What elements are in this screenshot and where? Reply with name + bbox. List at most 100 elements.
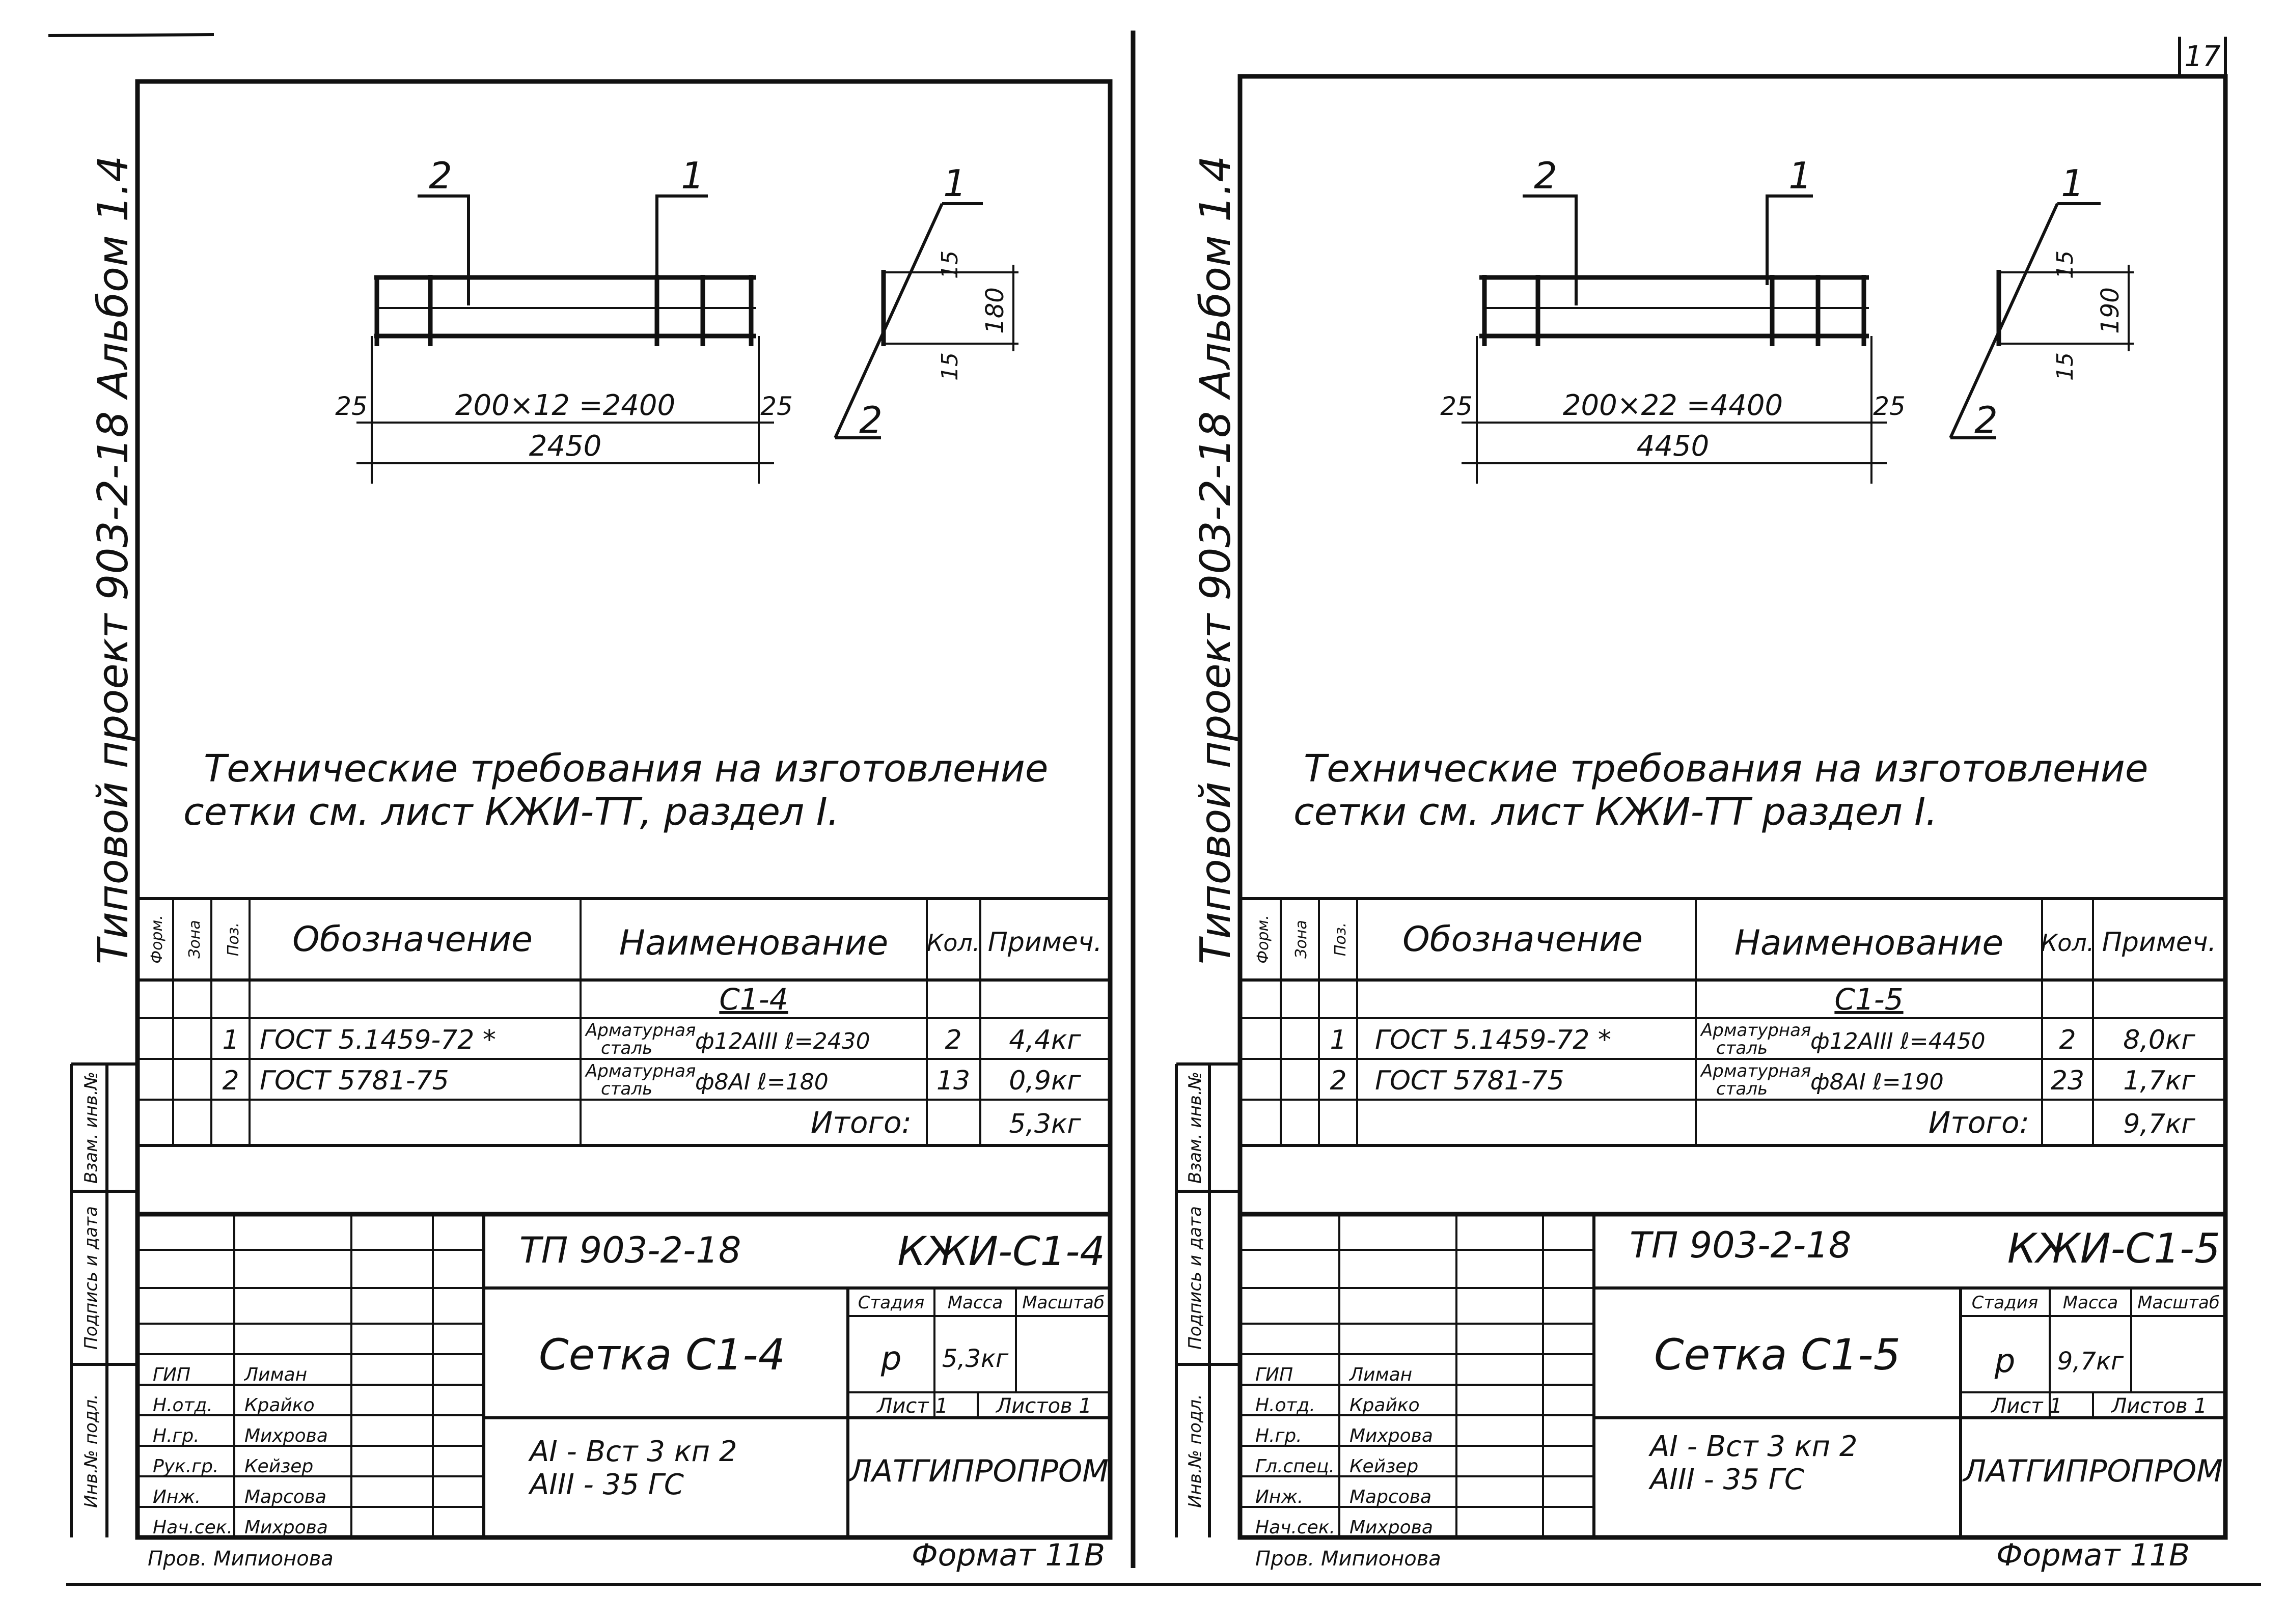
header-designation: Обозначение [292, 919, 533, 960]
material-2: АIII - 35 ГС [1648, 1463, 1804, 1496]
spec-group: С1-5 [1834, 982, 1903, 1017]
scale-label: Масштаб [1022, 1293, 1105, 1313]
signer-name: Лиман [1348, 1364, 1412, 1385]
signer-role: ГИП [1255, 1364, 1293, 1385]
row-designation: ГОСТ 5.1459-72 * [260, 1025, 496, 1055]
header-note: Примеч. [988, 927, 1102, 958]
sheet-right: Типовой проект 903-2-18 Альбом 1.4 2 1 2… [1175, 74, 2228, 1573]
signer-name: Михрова [244, 1425, 328, 1446]
checked-by: Пров. Мипионова [148, 1547, 334, 1571]
material-1: АI - Вст 3 кп 2 [528, 1435, 737, 1468]
signer-role: ГИП [153, 1364, 190, 1385]
leader-pos-2 [418, 194, 470, 305]
signer-role: Нач.сек. [153, 1517, 233, 1538]
stamp-label: Подпись и дата [1185, 1206, 1205, 1350]
mesh-plan: 2 1 25 25 200×22 =4400 4450 [1440, 154, 1906, 484]
row-note: 0,9кг [1009, 1066, 1081, 1096]
stage-label: Стадия [1972, 1293, 2038, 1313]
row-qty: 23 [2051, 1066, 2084, 1096]
signer-name: Лиман [243, 1364, 307, 1385]
mesh-plan: 2 1 25 25 200×12 =2400 2450 [335, 154, 793, 484]
note-line-1: Технические требования на изготовление [204, 747, 1048, 791]
row-name-bottom: сталь [1716, 1079, 1768, 1099]
header-note: Примеч. [2102, 927, 2216, 958]
drawing-title: Сетка С1-4 [539, 1330, 785, 1380]
sheet-frame [1237, 74, 2228, 1540]
stage-value: р [880, 1340, 902, 1378]
dim-span: 200×12 =2400 [455, 389, 675, 422]
signer-name: Михрова [244, 1517, 328, 1538]
section-dim-bottom: 15 [2052, 352, 2078, 381]
row-name-top: Арматурная [585, 1061, 696, 1081]
spec-table: Форм. Зона Поз. Обозначение Наименование… [137, 897, 1110, 1147]
format-label: Формат 11В [912, 1537, 1105, 1573]
sheets-label: Листов 1 [2110, 1394, 2207, 1418]
mass-value: 5,3кг [942, 1345, 1009, 1373]
section-dim-top: 15 [2052, 250, 2078, 279]
mass-label: Масса [2063, 1293, 2118, 1313]
row-name-top: Арматурная [585, 1020, 696, 1041]
dim-span: 200×22 =4400 [1563, 389, 1783, 422]
header-format: Форм. [1254, 915, 1272, 963]
total-label: Итого: [811, 1105, 912, 1140]
row-designation: ГОСТ 5.1459-72 * [1375, 1025, 1611, 1055]
signer-role: Гл.спец. [1255, 1456, 1335, 1477]
row-designation: ГОСТ 5781-75 [1375, 1066, 1564, 1096]
signer-role: Н.гр. [153, 1425, 200, 1446]
project-code: ТП 903-2-18 [1630, 1224, 1851, 1266]
signer-role: Н.отд. [153, 1395, 213, 1416]
section-pos-1: 1 [943, 162, 967, 205]
stamp-label: Инв.№ подл. [81, 1394, 101, 1508]
signer-role: Рук.гр. [153, 1456, 218, 1477]
top-edge-mark [48, 33, 214, 37]
stamp-label: Взам. инв.№ [1185, 1072, 1205, 1184]
row-name-spec: ф12АIII ℓ=2430 [695, 1028, 870, 1054]
side-label: Типовой проект 903-2-18 Альбом 1.4 [89, 156, 137, 965]
stamp-label: Подпись и дата [81, 1206, 101, 1350]
dim-left: 25 [1440, 391, 1473, 421]
dim-total: 4450 [1637, 430, 1710, 463]
row-note: 8,0кг [2123, 1025, 2195, 1055]
leader-pos-2 [1523, 194, 1578, 305]
side-label: Типовой проект 903-2-18 Альбом 1.4 [1192, 156, 1240, 965]
mass-value: 9,7кг [2057, 1347, 2124, 1376]
note-line-2: сетки см. лист КЖИ-ТТ раздел I. [1293, 790, 1938, 834]
checked-by: Пров. Мипионова [1255, 1547, 1441, 1571]
header-pos: Поз. [1332, 922, 1349, 956]
signer-name: Марсова [1349, 1487, 1431, 1507]
signer-role: Н.отд. [1255, 1395, 1315, 1416]
stamp-label: Взам. инв.№ [81, 1072, 101, 1184]
sheet-left: Типовой проект 903-2-18 Альбом 1.4 2 1 2… [70, 79, 1113, 1573]
row-name-spec: ф8АI ℓ=180 [695, 1069, 829, 1095]
stage-label: Стадия [858, 1293, 924, 1313]
signer-role: Н.гр. [1255, 1425, 1302, 1446]
header-zone: Зона [186, 920, 204, 959]
spec-group: С1-4 [719, 982, 788, 1017]
row-qty: 2 [2059, 1025, 2076, 1055]
total-value: 5,3кг [1009, 1109, 1081, 1139]
leader-pos-1 [1766, 194, 1813, 285]
side-stamp: Взам. инв.№ Подпись и дата Инв.№ подл. [1175, 1062, 1240, 1537]
dim-left: 25 [335, 391, 368, 421]
leader-pos-1 [655, 194, 708, 285]
row-qty: 2 [945, 1025, 961, 1055]
mesh-section: 1 2 15 15 180 [834, 162, 1018, 441]
sheets-label: Листов 1 [995, 1394, 1092, 1418]
section-pos-2: 2 [1974, 399, 1998, 441]
row-pos: 2 [222, 1066, 239, 1096]
signer-name: Крайко [244, 1395, 315, 1416]
sheet-label: Лист 1 [1990, 1394, 2062, 1418]
pos-label-2: 2 [429, 154, 452, 197]
signer-role: Инж. [153, 1487, 201, 1507]
material-1: АI - Вст 3 кп 2 [1648, 1430, 1858, 1463]
row-name-top: Арматурная [1700, 1061, 1811, 1081]
organization: ЛАТГИПРОПРОМ [1962, 1453, 2223, 1489]
material-2: АIII - 35 ГС [528, 1468, 684, 1501]
row-name-spec: ф12АIII ℓ=4450 [1810, 1028, 1986, 1054]
project-code: ТП 903-2-18 [519, 1229, 741, 1271]
drawing-title: Сетка С1-5 [1654, 1330, 1901, 1380]
signer-name: Кейзер [244, 1456, 313, 1477]
section-dim-top: 15 [937, 250, 963, 279]
signer-role: Инж. [1255, 1487, 1303, 1507]
